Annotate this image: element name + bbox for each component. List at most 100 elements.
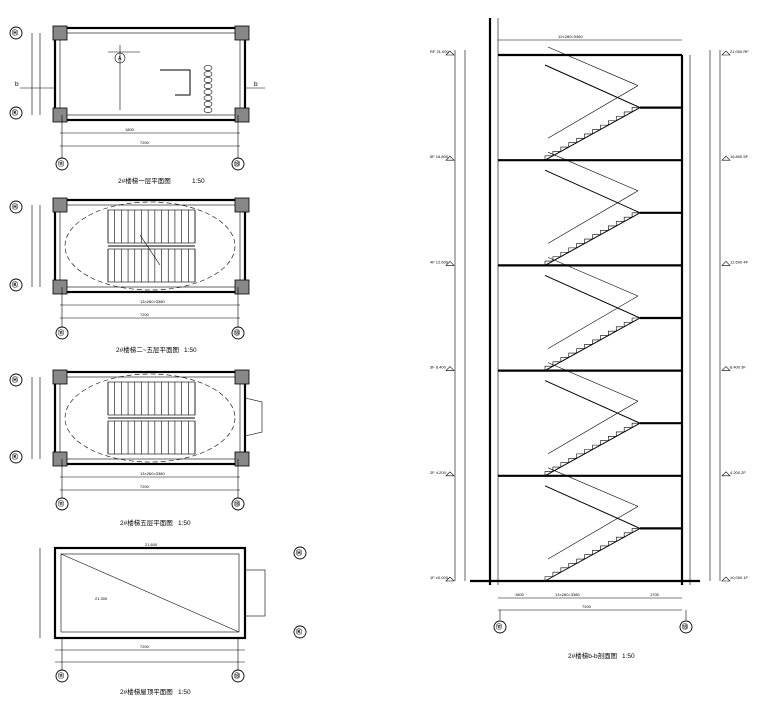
step-profile [544,107,640,161]
p2-grid-bottom: Ⓚ [12,281,18,289]
p3-grid-left: ⑪ [58,500,64,508]
caption-plan-roof-scale: 1:50 [178,689,191,696]
p3-dim-run: 13×260=3380 [140,471,165,476]
stair-flight [544,169,641,214]
p2-grid-left: ⑪ [58,329,64,337]
level-marker [445,576,455,582]
handrail [547,85,639,139]
caption-section: 2#楼梯b-b剖面图 [568,651,617,660]
handrail [547,362,639,402]
level-marker [445,260,455,266]
baluster-mark [203,83,213,89]
p1-dim-run: 1800 [125,127,135,132]
caption-plan-first-scale: 1:50 [192,178,205,185]
level-label-right: 16.800 5F [730,154,749,159]
level-label-left: RF 21.000 [430,49,449,54]
level-marker [721,155,731,161]
p4-grid-left: ⑪ [58,672,64,680]
level-label-left: 4F 12.600 [430,259,449,264]
plan-fifth-floor: 13×260=3380 7200 ⑪ ⑬ Ⓗ Ⓚ 2#楼梯五层平面图 1:50 [9,369,263,527]
p2-grid-top: Ⓗ [12,203,18,211]
handrail [547,400,639,455]
p3-grid-top: Ⓗ [12,376,18,384]
stair-run [107,248,196,283]
level-marker [721,576,731,582]
p3-dim-overall: 7200 [140,484,150,489]
stair-run [107,420,196,455]
level-label-left: 1F ±0.000 [430,575,449,580]
baluster-mark [203,89,213,95]
level-label-left: 3F 8.400 [430,365,447,370]
p2-dim-overall: 7200 [140,312,150,317]
level-label-right: 21.000 RF [730,49,749,54]
level-label-left: 2F 4.200 [430,470,447,475]
section-mark-left: b [15,81,19,88]
p1-grid-left: ⑪ [58,160,64,168]
roof-top-elev: 21.600 [145,542,158,547]
handrail [547,257,639,297]
roof-elev: 21.300 [95,596,108,601]
plan-roof: 21.600 21.300 7200 ⑪ ⑬ Ⓗ Ⓚ 2#楼梯屋顶平面图 1:5… [39,542,307,696]
sec-top-dim: 12×280=3360 [558,34,583,39]
sec-bottom-left: 1800 [515,592,525,597]
handrail [547,190,639,244]
handrail [547,151,639,192]
level-label-right: ±0.000 1F [730,575,749,580]
stair-run [107,381,196,416]
caption-plan-fifth-scale: 1:50 [178,520,191,527]
p1-grid-right: ⑬ [234,160,240,168]
baluster-mark [203,65,213,71]
handrail [547,506,639,560]
svg-text:A: A [118,56,122,62]
caption-section-scale: 1:50 [622,653,635,660]
p2-grid-right: ⑬ [234,329,240,337]
handrail [547,467,639,507]
level-marker [721,260,731,266]
p2-dim-run: 13×260=3380 [140,299,165,304]
caption-plan-roof: 2#楼梯屋顶平面图 [120,687,173,696]
p4-dim-run: 7200 [140,644,150,649]
section-mark-right: b [254,81,258,88]
level-marker [445,471,455,477]
level-marker [445,155,455,161]
p4-grid-top: Ⓗ [296,549,302,557]
level-label-right: 8.400 3F [730,365,746,370]
level-marker [445,366,455,371]
sec-grid-right: ⑬ [682,623,688,631]
caption-plan-mid: 2#楼梯二~五层平面图 [116,345,179,354]
step-profile [544,422,640,476]
caption-plan-fifth: 2#楼梯五层平面图 [120,518,173,527]
level-marker [445,50,455,56]
p4-grid-right: ⑬ [234,672,240,680]
level-marker [721,50,731,56]
sec-bottom-landing: 1700 [650,592,660,597]
stair-flight [544,380,641,424]
plan-first-floor: A b b 1800 7200 ⑪ ⑬ Ⓗ Ⓚ 2#楼梯一层平面图 1:50 [9,25,265,185]
level-marker [721,471,731,477]
p4-grid-bottom: Ⓚ [296,628,302,636]
baluster-mark [203,95,213,101]
baluster-mark [203,71,213,77]
plan-mid-floors: 13×260=3380 7200 ⑪ ⑬ Ⓗ Ⓚ 2#楼梯二~五层平面图 1:5… [9,197,250,354]
baluster-mark [203,77,213,83]
p3-grid-right: ⑬ [234,500,240,508]
p1-dim-overall: 7200 [140,140,150,145]
handrail [547,46,639,86]
sec-grid-left: ⑪ [496,623,502,631]
level-marker [721,366,731,371]
stair-flight [544,64,641,109]
step-profile [544,212,640,266]
stair-flight [544,485,641,529]
handrail [547,295,639,349]
baluster-mark [203,107,213,113]
stair-run [107,209,196,244]
baluster-mark [203,101,213,107]
sec-bottom-run: 13×260=3380 [555,592,580,597]
level-label-left: 5F 16.800 [430,154,449,159]
p1-grid-top: Ⓗ [12,29,18,37]
level-label-right: 4.200 2F [730,470,746,475]
step-profile [544,528,640,581]
p1-grid-bottom: Ⓚ [12,109,18,117]
